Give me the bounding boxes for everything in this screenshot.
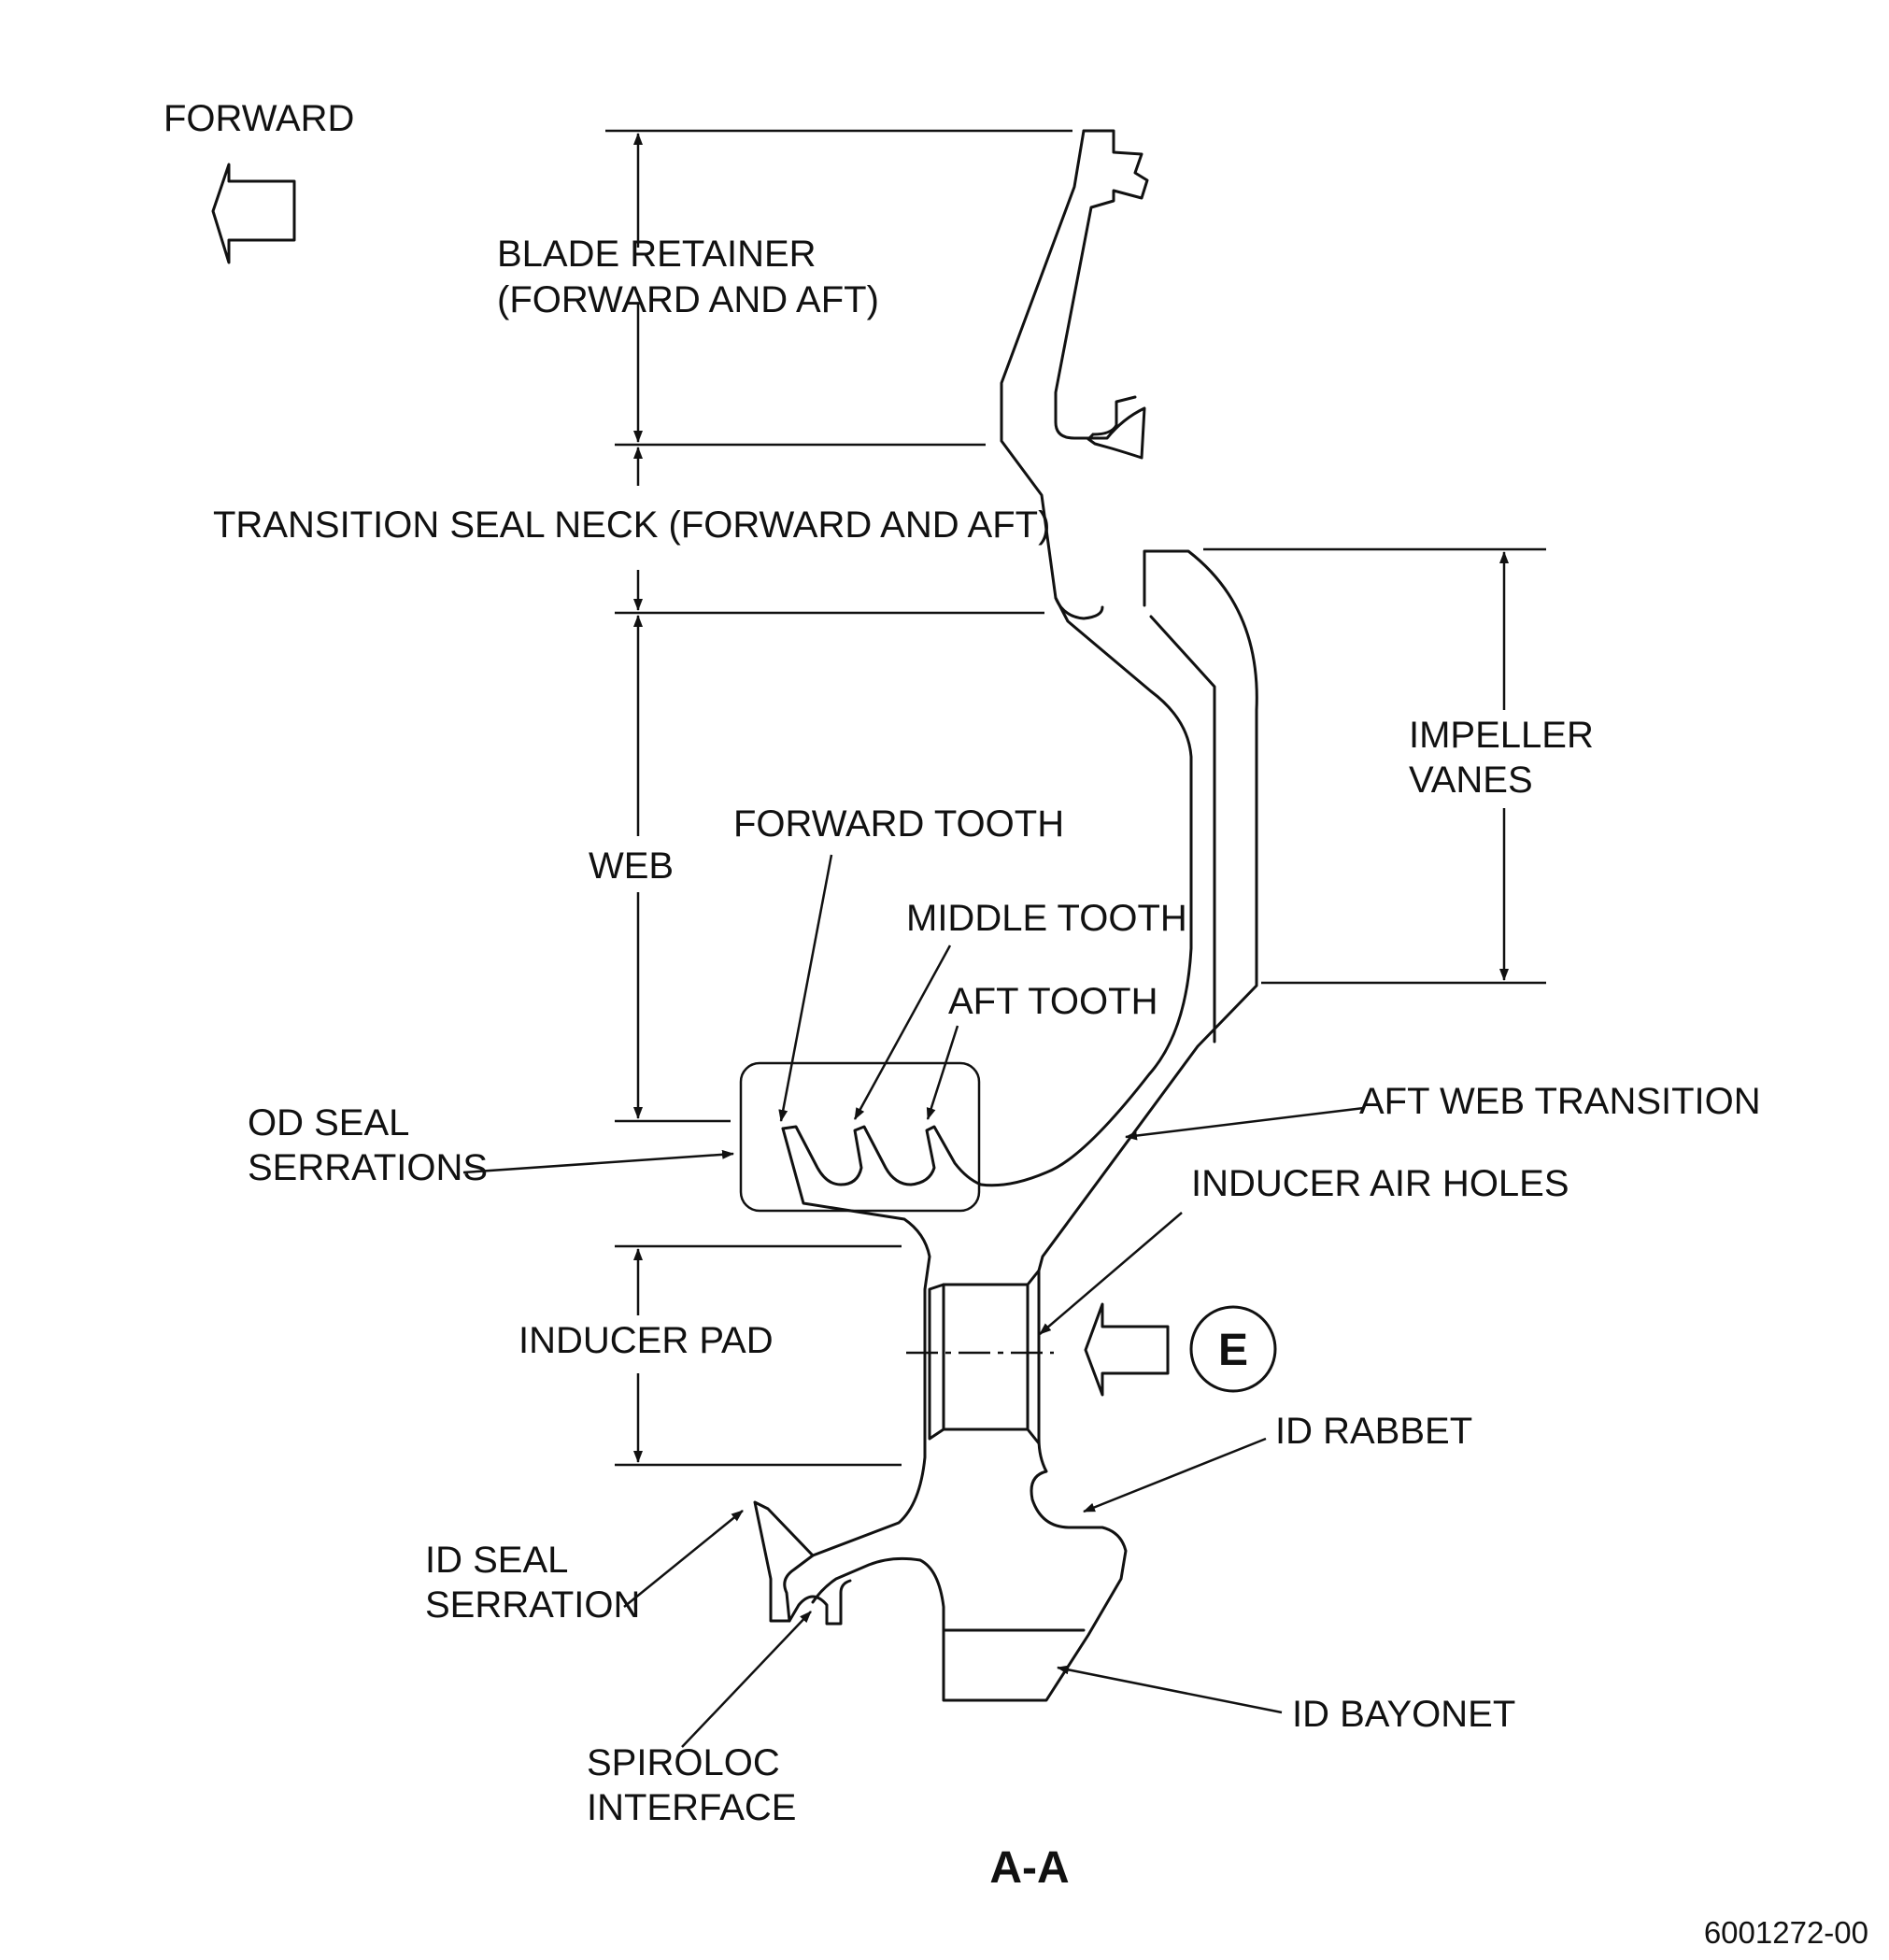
spiroloc-label-line1: SPIROLOC <box>587 1742 780 1783</box>
spiroloc-label-line2: INTERFACE <box>587 1787 796 1828</box>
id-seal-label-line1: ID SEAL <box>425 1540 568 1581</box>
od-seal-label-line1: OD SEAL <box>248 1102 409 1143</box>
inducer-air-hole <box>928 1283 945 1441</box>
id-seal-serration <box>753 1500 815 1623</box>
od-seal-label-line2: SERRATIONS <box>248 1147 488 1188</box>
transition-seal-neck-label: TRANSITION SEAL NECK (FORWARD AND AFT) <box>213 504 1050 546</box>
part-outer-profile <box>1054 129 1149 460</box>
part-section <box>753 129 1258 1702</box>
id-rabbet-label: ID RABBET <box>1275 1411 1472 1452</box>
forward-arrow-icon <box>211 163 296 264</box>
inducer-air-holes-label: INDUCER AIR HOLES <box>1191 1163 1569 1204</box>
impeller-vanes-label-line2: VANES <box>1409 760 1533 801</box>
view-e-circle <box>1189 1305 1277 1393</box>
view-e-label: E <box>1218 1326 1248 1375</box>
forward-label: FORWARD <box>163 98 354 139</box>
aft-tooth-label: AFT TOOTH <box>948 981 1158 1022</box>
middle-tooth-label: MIDDLE TOOTH <box>906 898 1187 939</box>
view-e-arrow-icon <box>1084 1302 1170 1397</box>
web-label: WEB <box>589 845 674 887</box>
blade-retainer-label-line1: BLADE RETAINER <box>497 234 817 275</box>
impeller-vanes-label-line1: IMPELLER <box>1409 715 1594 756</box>
od-seal-teeth <box>781 1125 983 1186</box>
figure-number: 6001272-00 <box>1704 1915 1868 1950</box>
leader-arrows <box>462 854 1365 1748</box>
dimension-arrows <box>633 133 1509 1463</box>
dimension-lines <box>605 129 1546 1467</box>
aft-web-transition-label: AFT WEB TRANSITION <box>1359 1081 1761 1122</box>
section-title: A-A <box>989 1843 1069 1893</box>
forward-tooth-label: FORWARD TOOTH <box>733 803 1064 845</box>
id-seal-label-line2: SERRATION <box>425 1584 640 1626</box>
id-bayonet-label: ID BAYONET <box>1292 1694 1515 1735</box>
od-seal-detail-box <box>739 1061 981 1213</box>
inducer-pad-label: INDUCER PAD <box>518 1320 774 1361</box>
blade-retainer-label-line2: (FORWARD AND AFT) <box>497 279 879 320</box>
